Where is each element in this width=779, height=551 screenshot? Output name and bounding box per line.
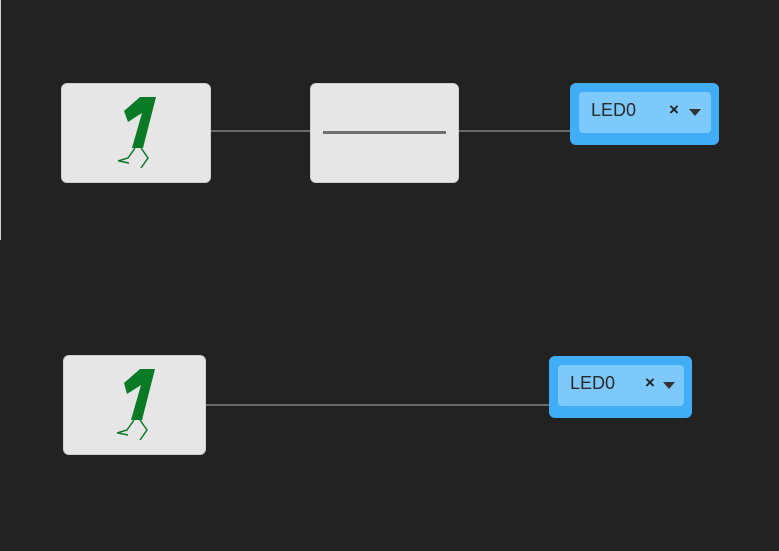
wire [205, 404, 550, 406]
pass-through-block[interactable] [310, 83, 459, 183]
walking-one-icon [116, 369, 155, 441]
output-label: LED0 [591, 100, 637, 120]
chevron-down-icon[interactable] [689, 109, 701, 116]
horizontal-line-icon [323, 131, 446, 134]
output-label: LED0 [570, 373, 616, 393]
trigger-block[interactable] [63, 355, 206, 455]
clear-icon[interactable]: × [669, 100, 679, 119]
panel-edge [0, 0, 1, 240]
led-output-block[interactable]: LED0 × [549, 356, 692, 418]
wire [210, 130, 311, 132]
output-dropdown[interactable]: LED0 × [558, 365, 684, 406]
output-dropdown[interactable]: LED0 × [579, 92, 711, 133]
led-output-block[interactable]: LED0 × [570, 83, 719, 145]
trigger-block[interactable] [61, 83, 211, 183]
walking-one-icon [117, 97, 156, 169]
chevron-down-icon[interactable] [663, 382, 675, 389]
clear-icon[interactable]: × [645, 373, 655, 392]
wire [458, 130, 571, 132]
